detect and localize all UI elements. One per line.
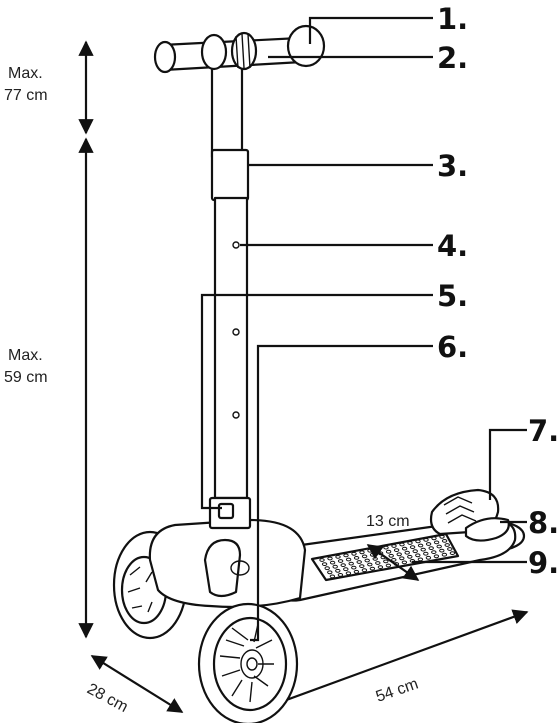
part-label-8: 8.: [528, 506, 559, 540]
grip-dot: [343, 567, 349, 572]
grip-dot: [348, 561, 354, 566]
grip-dot: [335, 568, 341, 573]
grip-dot: [332, 564, 338, 569]
grip-dot: [343, 553, 349, 558]
part-label-7: 7.: [528, 414, 559, 448]
grip-dot: [433, 554, 440, 559]
rear-brake: [429, 488, 510, 542]
grip-dot: [351, 551, 357, 556]
grip-dot: [441, 552, 448, 557]
height-hole: [232, 411, 240, 419]
grip-dot: [420, 547, 426, 552]
grip-dot: [340, 563, 346, 567]
handle-end-cap: [286, 24, 326, 68]
grip-dot: [321, 562, 328, 566]
grip-dot: [356, 560, 362, 564]
grip-dot: [436, 544, 442, 549]
grip-dot: [425, 555, 432, 560]
grip-dot: [359, 550, 365, 555]
grip-dot: [327, 570, 333, 575]
deck-width-label: 13 cm: [366, 513, 410, 530]
deck-width-arrow: [366, 544, 420, 581]
grip-dot: [319, 558, 325, 562]
stem-height-line1: Max.: [8, 347, 43, 364]
grip-dot: [431, 550, 437, 554]
grip-dot: [449, 551, 456, 555]
grip-dot: [353, 556, 360, 560]
grip-dot: [439, 534, 445, 539]
height-hole: [232, 328, 240, 336]
part-label-3: 3.: [437, 149, 468, 183]
part-label-2: 2.: [437, 41, 468, 75]
part-label-9: 9.: [528, 546, 559, 580]
grip-dot: [425, 542, 432, 546]
grip-dot: [361, 568, 368, 573]
fold-button: [217, 502, 235, 520]
grip-dot: [327, 556, 333, 561]
dimension-lines: [78, 40, 529, 717]
grip-dot: [335, 555, 341, 559]
stem: [208, 58, 252, 530]
part-label-4: 4.: [437, 229, 468, 263]
grip-dot: [345, 571, 352, 576]
grip-dot: [431, 536, 437, 541]
scooter-drawing: [112, 24, 526, 723]
height-hole: [232, 241, 240, 249]
part-labels: 1. 2. 3. 4. 5. 6. 7. 8. 9.: [437, 2, 559, 580]
grip-dot: [433, 540, 440, 545]
handlebar: [153, 24, 326, 74]
grip-dot: [337, 559, 344, 563]
stem-height-line2: 59 cm: [4, 369, 48, 386]
height-lock-clamp: [210, 148, 250, 202]
base-length-label: 54 cm: [374, 676, 421, 706]
grip-dot: [329, 560, 336, 565]
grip-dot: [439, 548, 445, 553]
grip-dot: [324, 566, 330, 571]
grip-dot: [359, 564, 365, 568]
handle-height-line2: 77 cm: [4, 87, 48, 104]
grip-dot: [329, 574, 336, 579]
leader-lines: [200, 16, 527, 642]
left-grip-end: [153, 40, 177, 74]
part-label-1: 1.: [437, 2, 468, 36]
grip-dot: [415, 539, 421, 544]
base-width-label: 28 cm: [84, 681, 130, 716]
part-label-5: 5.: [437, 279, 468, 313]
grip-dot: [353, 569, 360, 574]
grip-dot: [444, 543, 450, 547]
handle-height-line1: Max.: [8, 65, 43, 82]
part-label-6: 6.: [437, 330, 468, 364]
front-body: [148, 518, 307, 609]
grip-dot: [423, 538, 429, 542]
grip-dot: [441, 539, 448, 543]
grip-dot: [447, 547, 453, 551]
grip-dot: [428, 546, 434, 550]
right-front-wheel: [197, 602, 299, 723]
grip-dot: [337, 573, 344, 577]
grip-dot: [345, 557, 352, 562]
grip-dot: [423, 551, 429, 556]
grip-dot: [351, 565, 357, 570]
